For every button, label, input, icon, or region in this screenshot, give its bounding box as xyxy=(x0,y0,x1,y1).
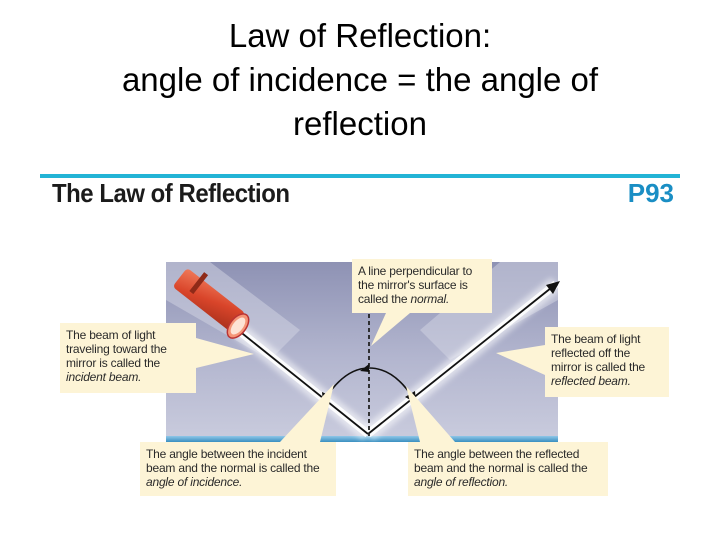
incident-beam-callout: The beam of light traveling toward the m… xyxy=(60,323,196,393)
callout-term: angle of incidence. xyxy=(146,475,242,489)
callout-text: The angle between the incident beam and … xyxy=(146,447,320,475)
callout-text: The beam of light traveling toward the m… xyxy=(66,328,167,370)
callout-text: The angle between the reflected beam and… xyxy=(414,447,588,475)
callout-term: incident beam. xyxy=(66,370,141,384)
angle-of-incidence-callout: The angle between the incident beam and … xyxy=(140,442,336,496)
reflected-beam-callout: The beam of light reflected off the mirr… xyxy=(545,327,669,397)
callout-term: angle of reflection. xyxy=(414,475,508,489)
callout-term: reflected beam. xyxy=(551,374,631,388)
callout-text: The beam of light reflected off the mirr… xyxy=(551,332,645,374)
normal-callout: A line perpendicular to the mirror's sur… xyxy=(352,259,492,313)
angle-of-reflection-callout: The angle between the reflected beam and… xyxy=(408,442,608,496)
callout-term: normal. xyxy=(411,292,450,306)
